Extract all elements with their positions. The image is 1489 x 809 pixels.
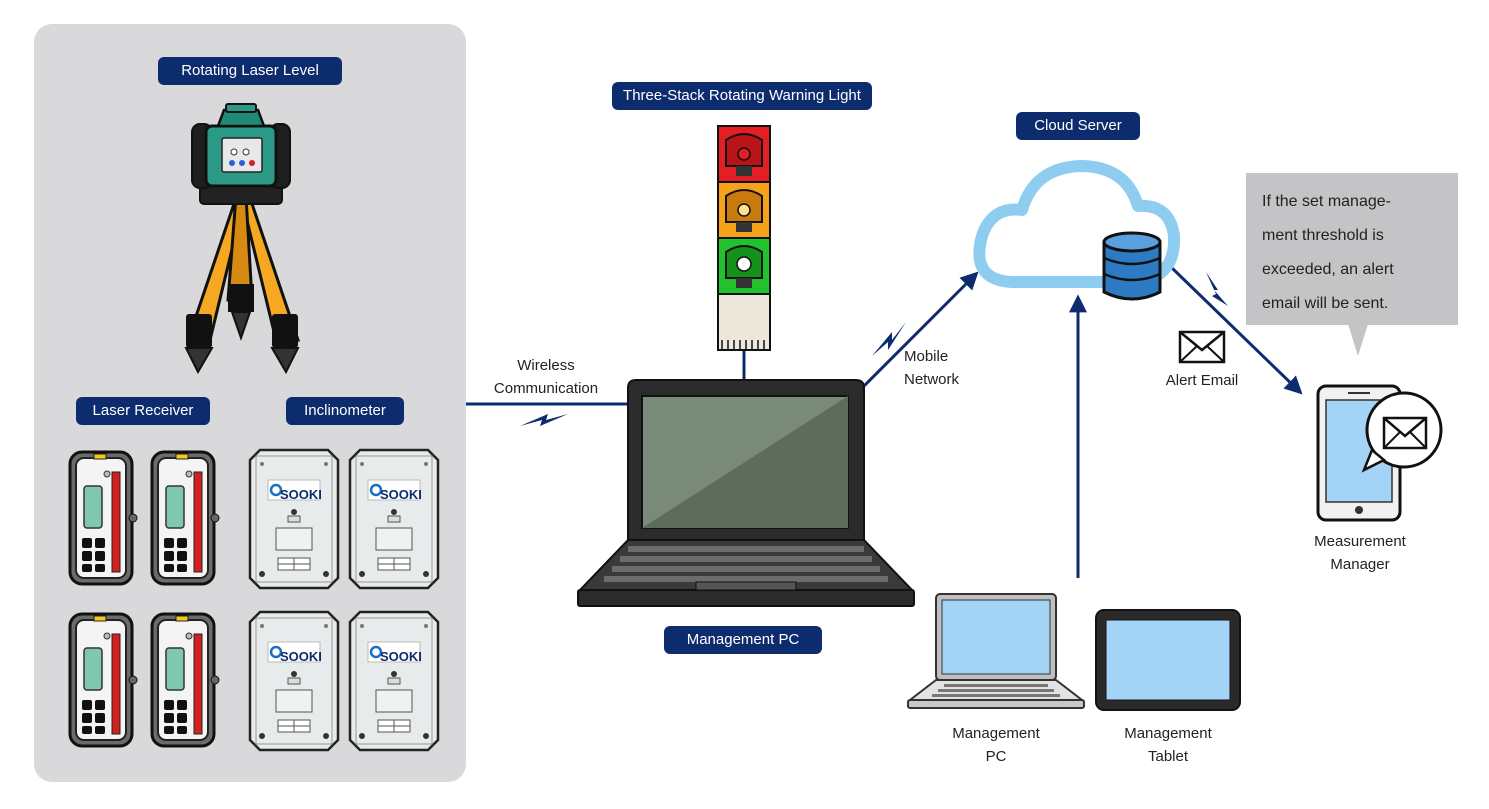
mobile-network-label: Mobile Network [904, 348, 960, 388]
cloud-server-label: Cloud Server [1016, 112, 1140, 140]
database-icon [1102, 231, 1162, 301]
management-pc-device-label: Management PC [952, 725, 1040, 765]
laser-receiver-label: Laser Receiver [76, 397, 210, 425]
envelope-icon [1178, 330, 1226, 364]
wireless-communication-label: Wireless Communication [493, 357, 599, 397]
svg-text:SOOKI: SOOKI [280, 649, 322, 664]
svg-text:SOOKI: SOOKI [380, 649, 422, 664]
tablet-icon [1095, 609, 1241, 711]
svg-text:SOOKI: SOOKI [380, 487, 422, 502]
management-tablet-label: Management Tablet [1124, 725, 1212, 765]
alert-email-label: Alert Email [1165, 372, 1239, 389]
management-pc-label: Management PC [664, 626, 822, 654]
smartphone-icon [1316, 384, 1443, 522]
mobile-network-arrow [860, 271, 979, 390]
rotating-laser-icon [184, 103, 301, 375]
lightning-icon [520, 272, 1228, 426]
alert-email-arrow [1170, 266, 1303, 395]
laptop-icon [577, 379, 915, 607]
warning-light-icon [717, 125, 771, 351]
callout-text: If the set manage- ment threshold is exc… [1262, 193, 1394, 312]
warning-light-label: Three-Stack Rotating Warning Light [612, 82, 872, 110]
svg-text:SOOKI: SOOKI [280, 487, 322, 502]
brand-logo: SOOKI SOOKI SOOKI SOOKI [280, 487, 422, 664]
inclinometer-label: Inclinometer [286, 397, 404, 425]
laser-receiver-icon [68, 450, 221, 748]
measurement-manager-label: Measurement Manager [1314, 533, 1406, 573]
rotating-laser-level-label: Rotating Laser Level [158, 57, 342, 85]
laptop-icon [907, 593, 1085, 709]
callout-tail [1348, 324, 1368, 356]
alert-callout: If the set manage- ment threshold is exc… [1246, 173, 1458, 325]
